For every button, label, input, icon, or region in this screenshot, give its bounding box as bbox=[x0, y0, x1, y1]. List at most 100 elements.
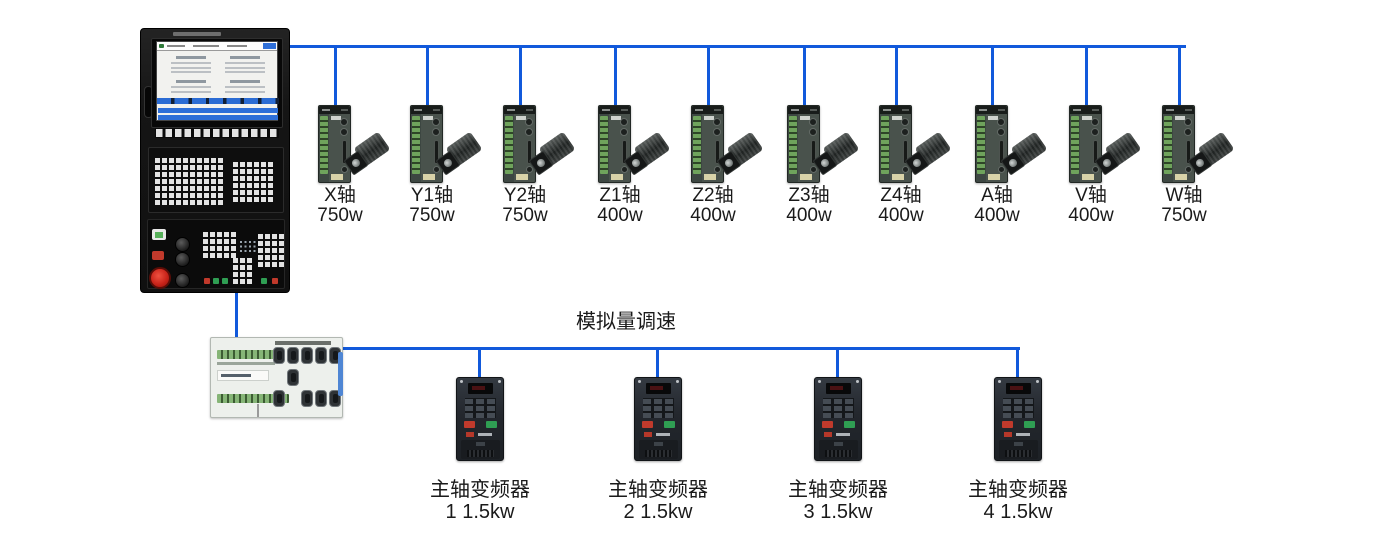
power-label: 400w bbox=[974, 205, 1020, 226]
power-label: 750w bbox=[409, 205, 455, 226]
bottom-bus-wire bbox=[342, 347, 1020, 350]
inverter-stop-button bbox=[822, 421, 833, 428]
inverter-run-button bbox=[844, 421, 855, 428]
servo-drive-unit bbox=[787, 105, 820, 183]
inverter-warning-tag bbox=[644, 432, 652, 437]
servo-drive-group: Y1轴 750w bbox=[377, 46, 487, 236]
dsub-connector bbox=[287, 347, 299, 364]
emergency-stop-button bbox=[149, 267, 171, 289]
drive-round-connector bbox=[713, 128, 721, 136]
drive-header bbox=[599, 106, 630, 114]
power-label: 750w bbox=[1161, 205, 1207, 226]
drive-round-connector bbox=[713, 118, 721, 126]
inverter-caption: 主轴变频器 1 1.5kw bbox=[400, 479, 560, 523]
axis-caption: Z3轴 400w bbox=[754, 186, 864, 226]
drive-foot-label bbox=[331, 174, 343, 180]
axis-label: Z2轴 bbox=[692, 185, 734, 206]
power-label: 750w bbox=[502, 205, 548, 226]
motor-shaft bbox=[350, 157, 362, 169]
drive-terminal-block bbox=[789, 116, 797, 174]
inverter-lower-panel bbox=[461, 440, 500, 459]
drive-header bbox=[411, 106, 442, 114]
inverter-keypad bbox=[823, 398, 854, 418]
motor-shaft bbox=[819, 157, 831, 169]
blue-clip bbox=[338, 352, 343, 396]
drive-drop-wire bbox=[519, 46, 522, 105]
brand-logo-icon bbox=[159, 44, 164, 48]
drive-drop-wire bbox=[895, 46, 898, 105]
power-label: 400w bbox=[597, 205, 643, 226]
inverter-caption: 主轴变频器 3 1.5kw bbox=[758, 479, 918, 523]
drive-round-connector bbox=[433, 166, 440, 173]
drive-header bbox=[880, 106, 911, 114]
dsub-connector bbox=[301, 390, 313, 407]
drive-foot-label bbox=[704, 174, 716, 180]
inverter-unit bbox=[814, 377, 862, 461]
inverter-group: 主轴变频器 4 1.5kw bbox=[938, 347, 1098, 537]
drive-round-connector bbox=[1091, 128, 1099, 136]
axis-caption: V轴 400w bbox=[1036, 186, 1146, 226]
inverter-logo bbox=[836, 433, 850, 436]
keyboard-right-block bbox=[233, 162, 273, 202]
inverter-drop-wire bbox=[1016, 347, 1019, 378]
inverter-unit bbox=[994, 377, 1042, 461]
drive-round-connector bbox=[809, 128, 817, 136]
drive-round-connector bbox=[902, 166, 909, 173]
servo-drive-group: Y2轴 750w bbox=[470, 46, 580, 236]
axis-caption: Z1轴 400w bbox=[565, 186, 675, 226]
power-label: 400w bbox=[690, 205, 736, 226]
axis-label: Z4轴 bbox=[880, 185, 922, 206]
motor-shaft bbox=[723, 157, 735, 169]
inverter-lower-panel bbox=[819, 440, 858, 459]
drive-drop-wire bbox=[991, 46, 994, 105]
drive-foot-label bbox=[1082, 174, 1094, 180]
drive-foot-label bbox=[516, 174, 528, 180]
inverter-keypad bbox=[1003, 398, 1034, 418]
inverter-run-button bbox=[664, 421, 675, 428]
drive-label-tag bbox=[988, 116, 998, 120]
inverter-warning-tag bbox=[466, 432, 474, 437]
vent-grille bbox=[1005, 450, 1032, 457]
servo-drive-group: Z4轴 400w bbox=[846, 46, 956, 236]
top-bus-wire bbox=[287, 45, 1186, 48]
drive-round-connector bbox=[340, 128, 348, 136]
drive-terminal-block bbox=[320, 116, 328, 174]
servo-drive-unit bbox=[1069, 105, 1102, 183]
module-label bbox=[217, 370, 269, 381]
inverter-group: 主轴变频器 3 1.5kw bbox=[758, 347, 918, 537]
dsub-connector bbox=[315, 390, 327, 407]
drive-round-connector bbox=[1184, 128, 1192, 136]
screw-icon bbox=[818, 380, 821, 383]
drive-round-connector bbox=[901, 128, 909, 136]
screw-icon bbox=[676, 380, 679, 383]
inverter-drop-wire bbox=[656, 347, 659, 378]
axis-caption: A轴 400w bbox=[942, 186, 1052, 226]
terminal-strip bbox=[217, 350, 281, 359]
screw-icon bbox=[638, 380, 641, 383]
axis-label: A轴 bbox=[981, 185, 1013, 206]
dsub-connector bbox=[273, 390, 285, 407]
motor-shaft bbox=[535, 157, 547, 169]
drive-drop-wire bbox=[1178, 46, 1181, 105]
drive-drop-wire bbox=[614, 46, 617, 105]
drive-foot-label bbox=[1175, 174, 1187, 180]
vent-grille bbox=[645, 450, 672, 457]
axis-label: X轴 bbox=[324, 185, 356, 206]
servo-drive-unit bbox=[1162, 105, 1195, 183]
inverter-stop-button bbox=[1002, 421, 1013, 428]
inverter-spec-label: 3 1.5kw bbox=[803, 501, 873, 523]
screen-blue-button bbox=[263, 43, 276, 49]
drive-round-connector bbox=[998, 166, 1005, 173]
drive-round-connector bbox=[341, 166, 348, 173]
inverter-spec-label: 1 1.5kw bbox=[445, 501, 515, 523]
drive-header bbox=[319, 106, 350, 114]
servo-drive-unit bbox=[503, 105, 536, 183]
axis-caption: Z4轴 400w bbox=[846, 186, 956, 226]
inverter-warning-tag bbox=[824, 432, 832, 437]
drive-header bbox=[504, 106, 535, 114]
axis-caption: X轴 750w bbox=[285, 186, 395, 226]
drive-round-connector bbox=[809, 118, 817, 126]
motor-shaft bbox=[442, 157, 454, 169]
screw-icon bbox=[1036, 380, 1039, 383]
power-label: 400w bbox=[878, 205, 924, 226]
